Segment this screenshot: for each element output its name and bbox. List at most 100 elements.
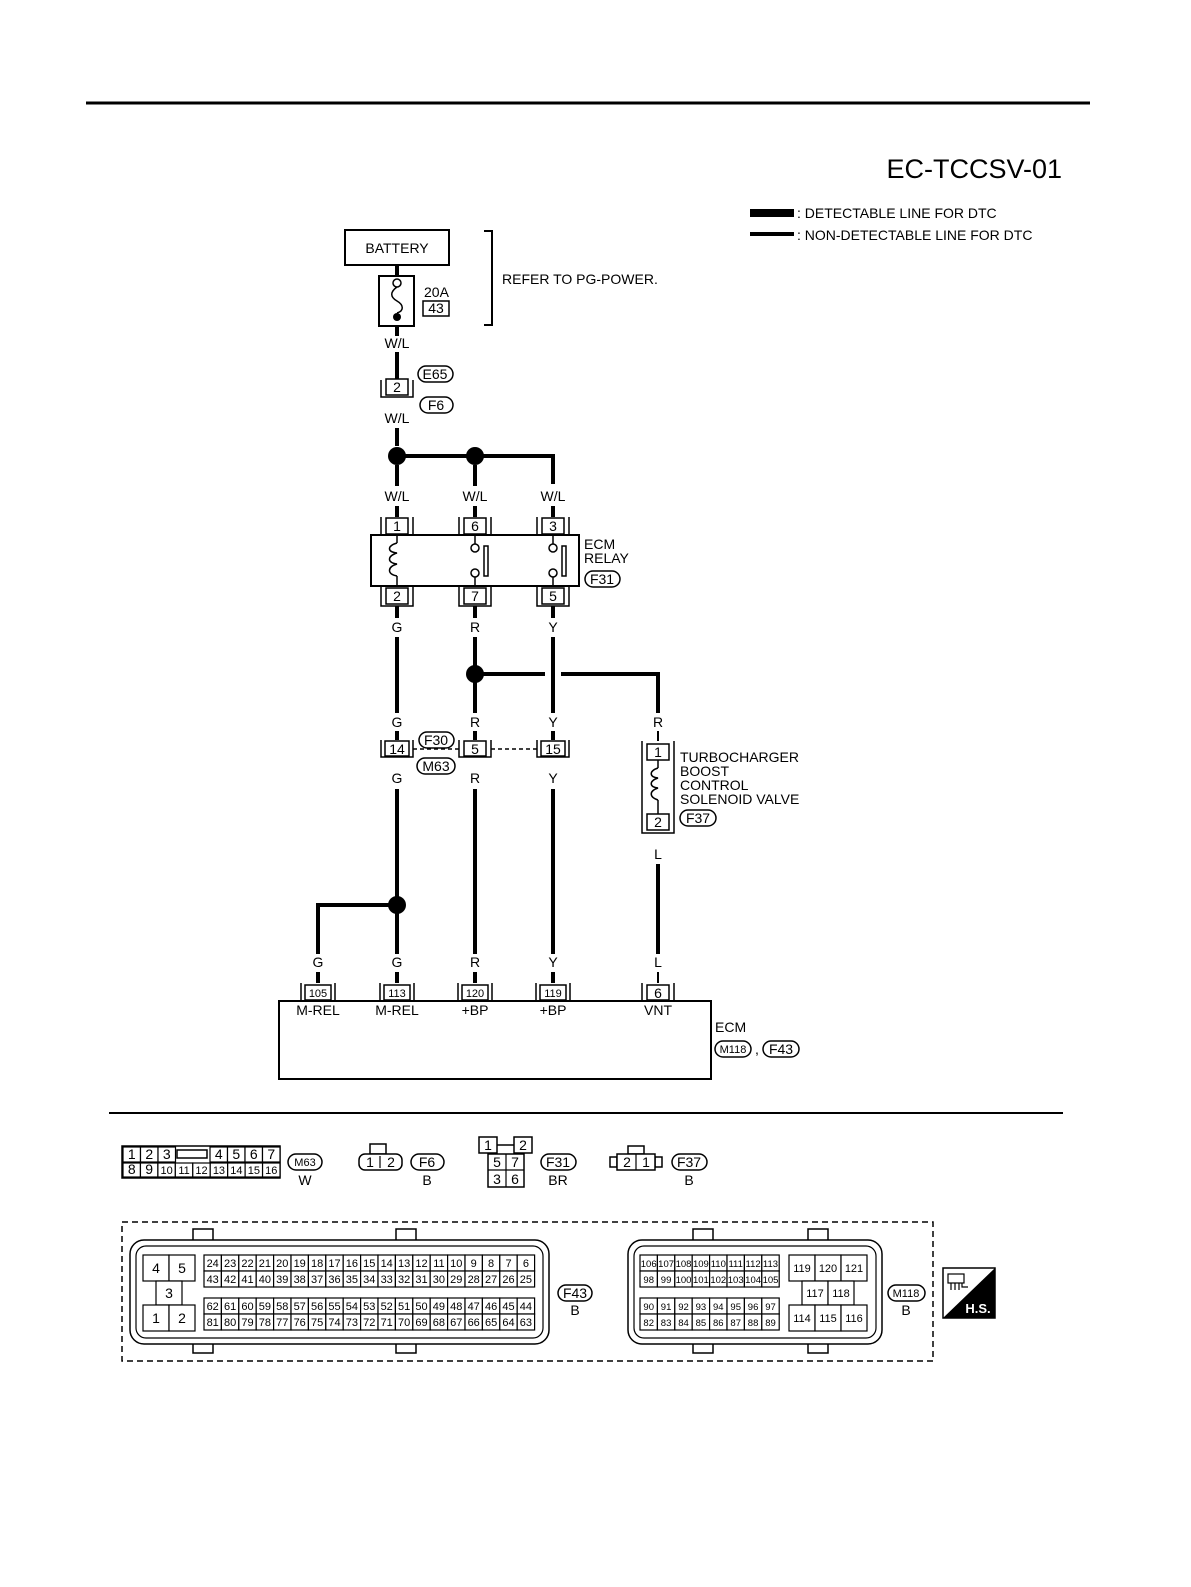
fuse-amp: 20A	[424, 284, 450, 300]
harness-pin-14: 14	[389, 741, 405, 757]
f37-color: B	[684, 1172, 693, 1188]
f43-left-block: 4 5 3 1 2	[142, 1254, 196, 1332]
f43-pin: 32	[398, 1274, 410, 1286]
f43-pin: 45	[502, 1301, 514, 1313]
f43-pin: 46	[485, 1301, 497, 1313]
relay-pin-7: 7	[471, 588, 479, 604]
connector-view-f6: 1 2 F6 B	[358, 1143, 445, 1188]
solenoid-pin-2: 2	[654, 814, 662, 830]
f43-pin: 14	[381, 1258, 393, 1270]
wire-color-wl-2: W/L	[385, 410, 410, 426]
f43-pin: 47	[468, 1301, 480, 1313]
m63-pin: 9	[145, 1161, 153, 1177]
f43-pin: 56	[311, 1301, 323, 1313]
m118-pin: 109	[693, 1259, 709, 1270]
m63-pin: 3	[163, 1146, 171, 1162]
f43-pin: 61	[224, 1301, 236, 1313]
m63-color: W	[298, 1172, 312, 1188]
m118-pin: 93	[696, 1302, 707, 1313]
f43-pin: 15	[363, 1258, 375, 1270]
m118-pin: 95	[730, 1302, 741, 1313]
relay-pin-1: 1	[393, 518, 401, 534]
connector-view-f37: 2 1 F37 B	[609, 1145, 708, 1188]
ecm-terminal-105: 105 M-REL	[296, 983, 340, 1018]
wire-color-r-4: R	[470, 770, 480, 786]
f43-pin: 21	[259, 1258, 271, 1270]
f43-pin: 48	[450, 1301, 462, 1313]
solenoid-connector-f37: F37	[686, 810, 710, 826]
f43-cell	[516, 1270, 536, 1288]
f43-pin: 64	[502, 1317, 514, 1329]
f43-pin: 44	[520, 1301, 532, 1313]
m63-pin: 4	[215, 1146, 223, 1162]
m63-pin: 13	[213, 1165, 225, 1177]
f43-pin: 34	[363, 1274, 375, 1286]
m118-pin: 112	[746, 1259, 761, 1270]
f43-pin: 72	[363, 1317, 375, 1329]
f31-pin-7: 7	[511, 1154, 519, 1170]
f43-pin: 22	[241, 1258, 253, 1270]
m118-pin: 100	[676, 1275, 692, 1286]
svg-text:105: 105	[309, 988, 327, 1000]
joint-connector-e65-f6: 2 E65 F6	[380, 365, 454, 414]
connector-e65: E65	[423, 366, 448, 382]
battery-label: BATTERY	[365, 240, 429, 256]
relay-label-line1: ECM	[584, 536, 615, 552]
ecm-label: ECM	[715, 1019, 746, 1035]
wire-color-wl-4: W/L	[463, 488, 488, 504]
f43-pin: 37	[311, 1274, 323, 1286]
m118-pin: 94	[713, 1302, 724, 1313]
m63-pin: 14	[230, 1165, 242, 1177]
m63-pin: 1	[128, 1146, 136, 1162]
legend-non-detectable-text: : NON-DETECTABLE LINE FOR DTC	[797, 227, 1032, 243]
svg-text:6: 6	[654, 985, 662, 1001]
svg-text:118: 118	[832, 1288, 850, 1300]
f43-pin: 67	[450, 1317, 462, 1329]
f43-pin: 9	[471, 1258, 477, 1270]
m118-pin: 91	[661, 1302, 672, 1313]
wire-color-y-1: Y	[548, 619, 558, 635]
ecm-connector-f43: F43	[769, 1041, 793, 1057]
wire-color-g-2: G	[392, 714, 403, 730]
svg-text:113: 113	[388, 988, 406, 1000]
f31-pin-6: 6	[511, 1171, 519, 1187]
f43-pin: 50	[415, 1301, 427, 1313]
m63-pin: 11	[178, 1165, 189, 1177]
fuse: 20A 43	[378, 265, 450, 327]
wire-color-wl-1: W/L	[385, 335, 410, 351]
legend-non-detectable-swatch	[750, 232, 794, 236]
f43-pin: 27	[485, 1274, 497, 1286]
f6-color: B	[422, 1172, 431, 1188]
m63-cell	[261, 1146, 281, 1163]
joint-connector-pin: 2	[393, 379, 401, 395]
svg-text:4: 4	[152, 1260, 160, 1276]
ecm-terminal-120: 120 +BP	[457, 983, 493, 1018]
f43-pin: 55	[328, 1301, 340, 1313]
wire-color-y-3: Y	[548, 770, 558, 786]
f43-pin: 13	[398, 1258, 410, 1270]
connector-view-f31: 1 2 5 7 3 6 F31 BR	[478, 1136, 577, 1188]
f37-pin-2: 2	[623, 1154, 631, 1170]
ecm-connector-separator: ,	[755, 1041, 759, 1057]
f43-pin: 66	[468, 1317, 480, 1329]
ecm-relay: 1 6 3 2 7 5 ECM RELAY F31	[370, 517, 630, 607]
ecm-connector-m118: M118	[720, 1044, 747, 1056]
svg-text:VNT: VNT	[644, 1002, 672, 1018]
f43-id: F43	[563, 1285, 587, 1301]
ecm-terminal-6: 6 VNT	[641, 983, 675, 1018]
legend-detectable-text: : DETECTABLE LINE FOR DTC	[797, 205, 997, 221]
m63-cell	[261, 1162, 281, 1178]
m118-pin: 105	[763, 1275, 779, 1286]
m118-right-block: 119 120 121 117 118 114 115 116	[788, 1254, 868, 1332]
f43-pin: 76	[294, 1317, 306, 1329]
f43-pin: 31	[415, 1274, 427, 1286]
f43-pin: 40	[259, 1274, 271, 1286]
m118-pin: 84	[678, 1318, 689, 1329]
m118-pin: 108	[676, 1259, 692, 1270]
svg-text:119: 119	[793, 1263, 811, 1275]
m63-key	[176, 1149, 208, 1159]
